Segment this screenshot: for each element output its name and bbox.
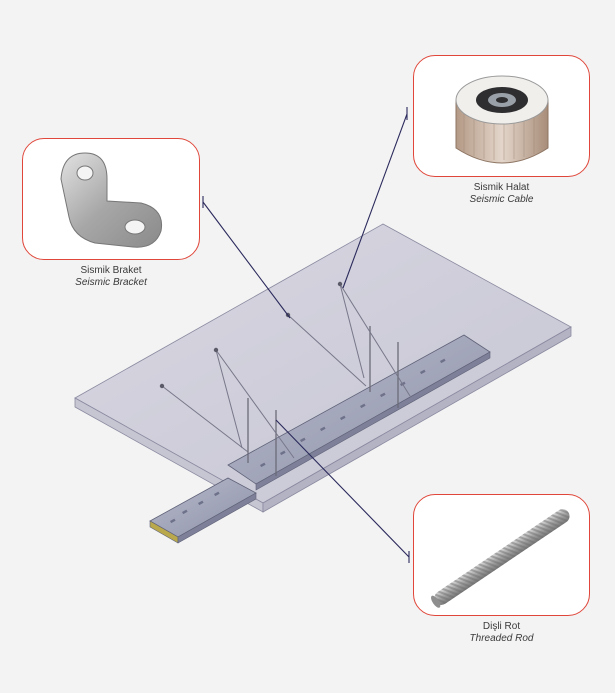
threaded-rod-icon bbox=[431, 509, 570, 608]
bracket-label-en: Seismic Bracket bbox=[75, 277, 147, 288]
rod-label-en: Threaded Rod bbox=[469, 633, 534, 644]
cable-tray-extension bbox=[149, 477, 257, 544]
seismic-cables bbox=[161, 283, 411, 459]
rod-caption: Dişli Rot Threaded Rod bbox=[413, 621, 590, 645]
cable-tray bbox=[227, 334, 491, 491]
threaded-rods bbox=[247, 326, 399, 476]
cable-spool-icon bbox=[455, 75, 549, 164]
ceiling-slab bbox=[74, 223, 572, 513]
rod-label-tr: Dişli Rot bbox=[482, 621, 521, 632]
rod-callout bbox=[413, 494, 590, 616]
cable-callout bbox=[413, 55, 590, 177]
bracket-label-tr: Sismik Braket bbox=[80, 265, 142, 276]
seismic-bracket-icon bbox=[60, 152, 163, 248]
cable-label-tr: Sismik Halat bbox=[473, 182, 530, 193]
cable-caption: Sismik Halat Seismic Cable bbox=[413, 182, 590, 206]
bracket-caption: Sismik Braket Seismic Bracket bbox=[22, 265, 200, 289]
leader-lines bbox=[202, 107, 410, 563]
bracket-callout bbox=[22, 138, 200, 260]
cable-label-en: Seismic Cable bbox=[469, 194, 534, 205]
